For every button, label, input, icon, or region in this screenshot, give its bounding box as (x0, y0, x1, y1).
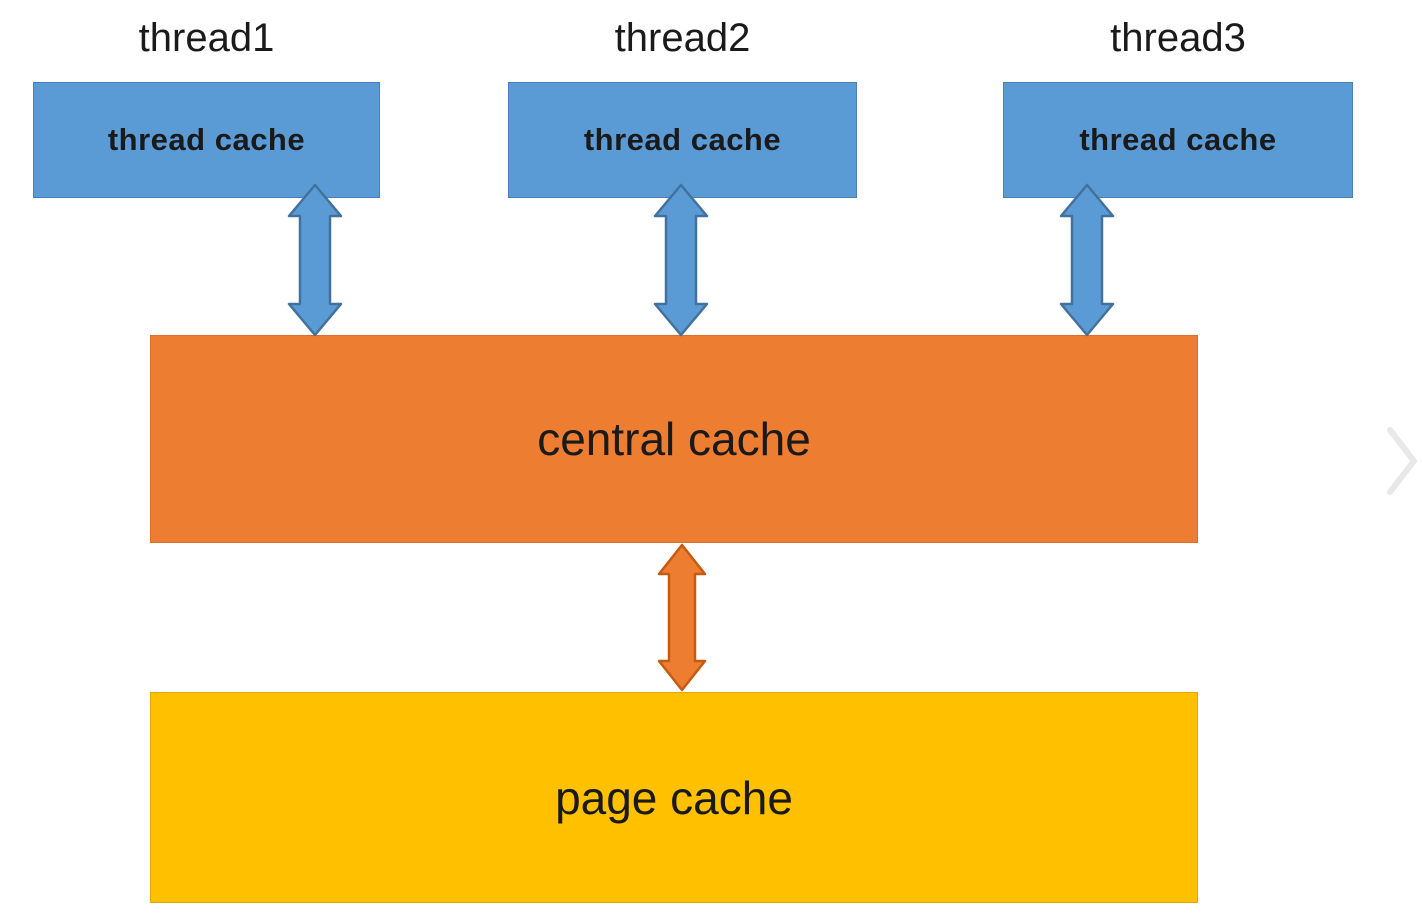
thread3-cache-box-label: thread cache (1079, 122, 1277, 157)
bidirectional-arrow-icon (1059, 183, 1115, 337)
page-cache-box: page cache (150, 692, 1198, 903)
thread1-cache-box: thread cache (33, 82, 380, 198)
chevron-right-icon[interactable] (1384, 424, 1422, 498)
thread1-label: thread1 (138, 16, 275, 60)
bidirectional-arrow-icon (657, 543, 707, 692)
bidirectional-arrow-icon (653, 183, 709, 337)
thread3-label: thread3 (1110, 16, 1246, 60)
bidirectional-arrow-icon (287, 183, 343, 337)
thread2-cache-box: thread cache (508, 82, 857, 198)
thread1-cache-box-label: thread cache (107, 122, 306, 157)
central-cache-box: central cache (150, 335, 1198, 543)
thread3-cache-box: thread cache (1003, 82, 1353, 198)
thread2-cache-box-label: thread cache (583, 122, 782, 157)
central-cache-box-label: central cache (537, 413, 811, 465)
page-cache-box-label: page cache (555, 771, 793, 824)
thread2-label: thread2 (614, 16, 751, 60)
